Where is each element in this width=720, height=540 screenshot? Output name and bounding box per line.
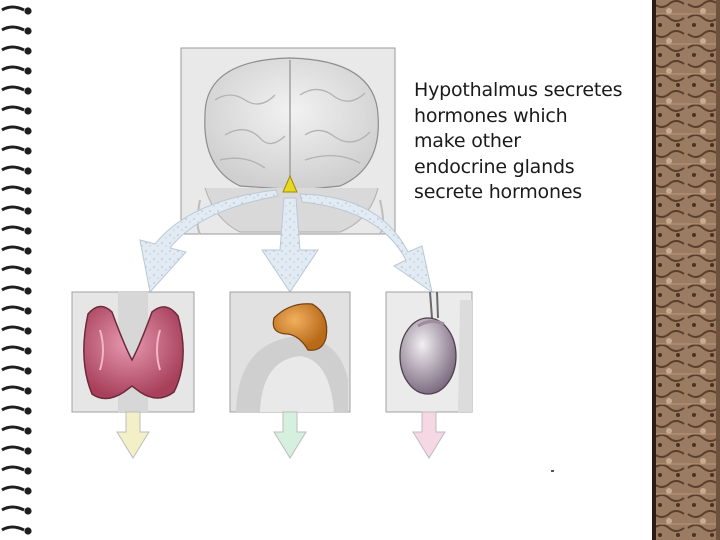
spiral-ring	[1, 25, 25, 32]
spiral-ring	[1, 505, 25, 512]
spiral-ring	[1, 125, 25, 132]
spiral-hole	[24, 527, 32, 535]
spiral-hole	[24, 227, 32, 235]
spiral-hole	[24, 127, 32, 135]
spiral-ring	[1, 85, 25, 92]
spiral-ring	[1, 145, 25, 152]
spiral-hole	[24, 387, 32, 395]
adrenal-panel	[229, 291, 351, 413]
spiral-hole	[24, 367, 32, 375]
spiral-hole	[24, 487, 32, 495]
spiral-ring	[1, 525, 25, 532]
spiral-hole	[24, 27, 32, 35]
spiral-ring	[1, 465, 25, 472]
spiral-hole	[24, 467, 32, 475]
spiral-ring	[1, 245, 25, 252]
spiral-hole	[24, 67, 32, 75]
spiral-ring	[1, 225, 25, 232]
spiral-ring	[1, 45, 25, 52]
spiral-ring	[1, 365, 25, 372]
spiral-ring	[1, 305, 25, 312]
spiral-hole	[24, 287, 32, 295]
spiral-ring	[1, 65, 25, 72]
spiral-ring	[1, 165, 25, 172]
spiral-hole	[24, 447, 32, 455]
spiral-ring	[1, 345, 25, 352]
caption-text: Hypothalmus secretes hormones which make…	[414, 79, 623, 203]
spiral-ring	[1, 205, 25, 212]
spiral-hole	[24, 167, 32, 175]
testis-panel	[385, 291, 473, 413]
output-arrow-adrenal	[273, 411, 307, 459]
wood-border	[652, 0, 720, 540]
spiral-ring	[1, 325, 25, 332]
spiral-ring	[1, 485, 25, 492]
spiral-hole	[24, 307, 32, 315]
output-arrow-thyroid	[116, 411, 150, 459]
thyroid-panel	[71, 291, 195, 413]
spiral-hole	[24, 47, 32, 55]
spiral-hole	[24, 327, 32, 335]
output-arrow-testis	[412, 411, 446, 459]
spiral-ring	[1, 285, 25, 292]
spiral-ring	[1, 185, 25, 192]
spiral-hole	[24, 267, 32, 275]
tick-mark	[551, 470, 554, 472]
spiral-ring	[1, 5, 25, 12]
spiral-ring	[1, 405, 25, 412]
spiral-ring	[1, 425, 25, 432]
spiral-hole	[24, 107, 32, 115]
spiral-hole	[24, 87, 32, 95]
spiral-hole	[24, 7, 32, 15]
spiral-ring	[1, 265, 25, 272]
spiral-ring	[1, 445, 25, 452]
spiral-hole	[24, 347, 32, 355]
spiral-hole	[24, 147, 32, 155]
spiral-hole	[24, 187, 32, 195]
spiral-hole	[24, 207, 32, 215]
spiral-hole	[24, 247, 32, 255]
spiral-hole	[24, 507, 32, 515]
spiral-ring	[1, 385, 25, 392]
hormone-arrows	[139, 189, 433, 294]
spiral-hole	[24, 407, 32, 415]
spiral-ring	[1, 105, 25, 112]
spiral-binding	[1, 5, 32, 535]
hypothalamus-marker	[282, 174, 298, 193]
spiral-hole	[24, 427, 32, 435]
